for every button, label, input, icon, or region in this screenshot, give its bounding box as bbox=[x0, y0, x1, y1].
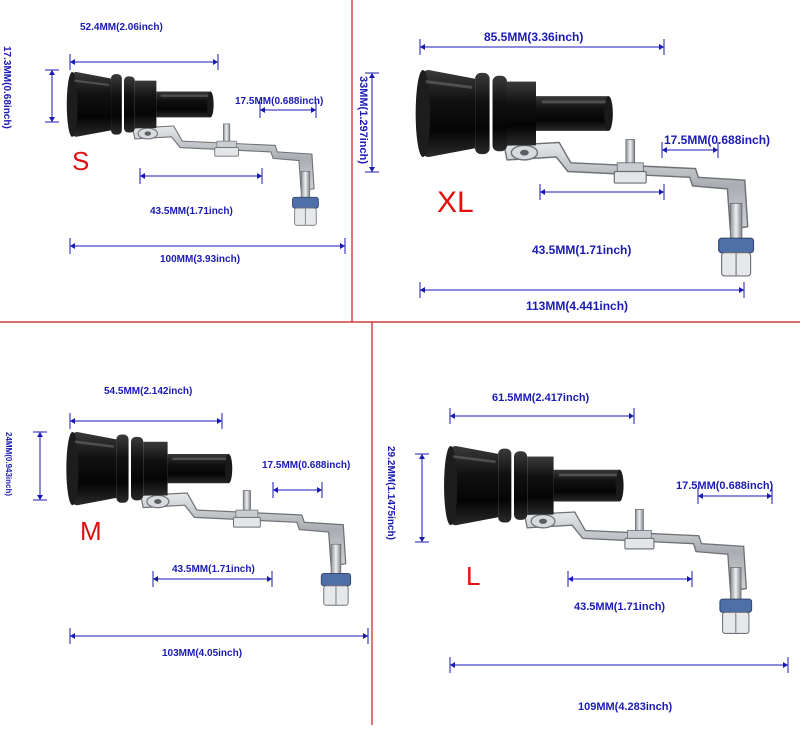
total-length-dimension-label: 109MM(4.283inch) bbox=[578, 701, 672, 713]
panel-xl: XL 85.5MM(3.36inch) 33MM(1.297inch) 17.5MM(… bbox=[357, 30, 770, 313]
length-dimension-label: 52.4MM(2.06inch) bbox=[80, 22, 163, 33]
diameter-dimension: 17.3MM(0.68inch) bbox=[1, 46, 59, 129]
diameter-dimension-label: 29.2MM(1.1475inch) bbox=[385, 446, 396, 540]
total-length-dimension-label: 100MM(3.93inch) bbox=[160, 254, 240, 265]
size-label-l: L bbox=[466, 561, 480, 591]
length-dimension: 85.5MM(3.36inch) bbox=[419, 30, 665, 55]
bracket-dimension-label: 43.5MM(1.71inch) bbox=[150, 206, 233, 217]
length-dimension: 54.5MM(2.142inch) bbox=[69, 386, 223, 429]
diameter-dimension-label: 33MM(1.297inch) bbox=[357, 76, 369, 164]
total-length-dimension-label: 103MM(4.05inch) bbox=[162, 648, 242, 659]
slot-dimension: 17.5MM(0.688inch) bbox=[235, 96, 323, 118]
diameter-dimension: 29.2MM(1.1475inch) bbox=[385, 446, 429, 543]
panel-s: S 52.4MM(2.06inch) 17.3MM(0.68inch) 17.5MM(… bbox=[1, 22, 346, 265]
turbo-whistle-image bbox=[415, 70, 755, 277]
size-label-xl: XL bbox=[437, 186, 474, 219]
diameter-dimension-label: 17.3MM(0.68inch) bbox=[1, 46, 12, 129]
slot-dimension: 17.5MM(0.688inch) bbox=[262, 460, 350, 498]
length-dimension: 61.5MM(2.417inch) bbox=[449, 392, 635, 424]
total-length-dimension: 113MM(4.441inch) bbox=[419, 282, 745, 313]
bracket-dimension-label: 43.5MM(1.71inch) bbox=[532, 243, 631, 257]
bracket-dimension: 43.5MM(1.71inch) bbox=[152, 564, 273, 587]
size-label-m: M bbox=[80, 516, 102, 546]
total-length-dimension-label: 113MM(4.441inch) bbox=[526, 299, 628, 313]
size-label-s: S bbox=[72, 146, 89, 176]
bracket-dimension: 43.5MM(1.71inch) bbox=[532, 184, 665, 257]
slot-dimension-label: 17.5MM(0.688inch) bbox=[262, 460, 350, 471]
diameter-dimension: 33MM(1.297inch) bbox=[357, 72, 379, 173]
slot-dimension: 17.5MM(0.688inch) bbox=[676, 480, 774, 504]
turbo-whistle-image bbox=[66, 432, 352, 606]
total-length-dimension: 109MM(4.283inch) bbox=[449, 657, 789, 713]
total-length-dimension: 103MM(4.05inch) bbox=[69, 628, 369, 659]
diameter-dimension: 24MM(0.943inch) bbox=[4, 431, 47, 501]
total-length-dimension: 100MM(3.93inch) bbox=[69, 238, 346, 265]
length-dimension-label: 61.5MM(2.417inch) bbox=[492, 392, 590, 404]
length-dimension-label: 85.5MM(3.36inch) bbox=[484, 30, 583, 44]
panel-l: L 61.5MM(2.417inch) 29.2MM(1.1475inch) 17.5… bbox=[385, 392, 789, 713]
slot-dimension: 17.5MM(0.688inch) bbox=[661, 133, 770, 158]
length-dimension: 52.4MM(2.06inch) bbox=[69, 22, 219, 70]
turbo-whistle-image bbox=[66, 72, 319, 226]
diameter-dimension-label: 24MM(0.943inch) bbox=[4, 432, 13, 496]
panel-m: M 54.5MM(2.142inch) 24MM(0.943inch) 17.5MM(… bbox=[4, 386, 369, 659]
bracket-dimension-label: 43.5MM(1.71inch) bbox=[574, 601, 665, 613]
bracket-dimension-label: 43.5MM(1.71inch) bbox=[172, 564, 255, 575]
length-dimension-label: 54.5MM(2.142inch) bbox=[104, 386, 192, 397]
bracket-dimension: 43.5MM(1.71inch) bbox=[567, 571, 693, 613]
turbo-whistle-image bbox=[444, 446, 753, 634]
slot-dimension-label: 17.5MM(0.688inch) bbox=[664, 133, 770, 147]
slot-dimension-label: 17.5MM(0.688inch) bbox=[235, 96, 323, 107]
bracket-dimension: 43.5MM(1.71inch) bbox=[139, 168, 263, 217]
panels: S 52.4MM(2.06inch) 17.3MM(0.68inch) 17.5MM(… bbox=[1, 22, 789, 713]
slot-dimension-label: 17.5MM(0.688inch) bbox=[676, 480, 774, 492]
